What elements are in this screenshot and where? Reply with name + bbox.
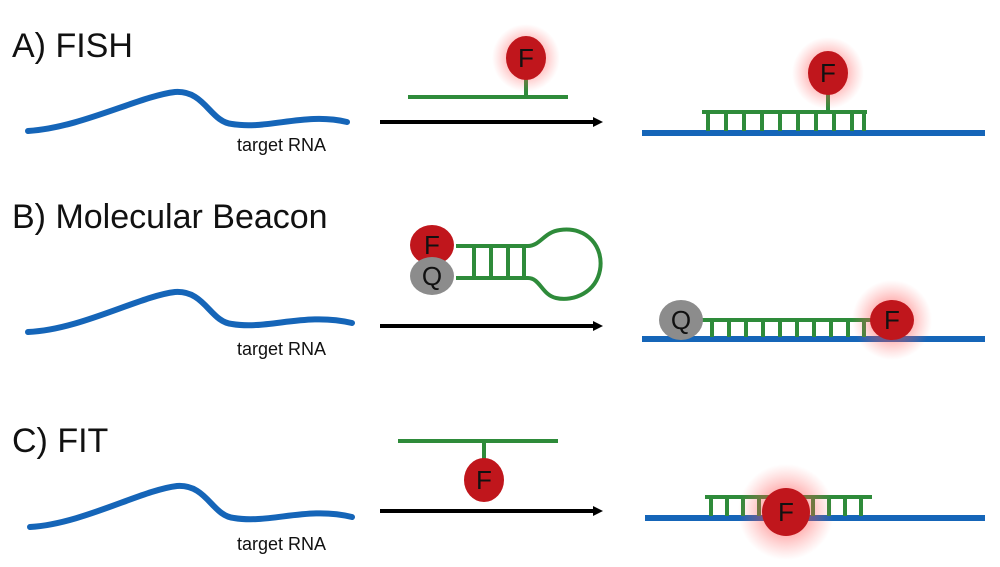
panel-molecular-beacon: B) Molecular Beacon target RNA F Q bbox=[12, 198, 985, 360]
target-rna-strand bbox=[27, 482, 355, 530]
molecular-beacon-hairpin: F Q bbox=[410, 225, 603, 301]
panel-fit: C) FIT target RNA F bbox=[12, 422, 985, 560]
panel-title-fit: C) FIT bbox=[12, 422, 108, 460]
fluorophore-label: F bbox=[424, 230, 440, 260]
target-rna-strand bbox=[25, 288, 355, 335]
quencher bbox=[410, 257, 454, 295]
fluorophore bbox=[870, 300, 914, 340]
fluorophore-label: F bbox=[820, 58, 836, 88]
fit-probe: F bbox=[398, 439, 558, 502]
target-rna-strand bbox=[25, 88, 350, 134]
panel-title-fish: A) FISH bbox=[12, 27, 133, 65]
fluorophore-label: F bbox=[884, 305, 900, 335]
target-rna-label: target RNA bbox=[237, 339, 326, 359]
fluorophore bbox=[762, 488, 810, 536]
fluorophore bbox=[410, 225, 454, 265]
quencher-label: Q bbox=[422, 261, 442, 291]
target-rna-label: target RNA bbox=[237, 135, 326, 155]
target-rna-label: target RNA bbox=[237, 534, 326, 554]
molecular-beacon-hybrid: Q F bbox=[642, 280, 985, 360]
fluorophore bbox=[808, 51, 848, 95]
panel-fish: A) FISH target RNA F bbox=[12, 24, 985, 155]
fish-hybrid: F bbox=[642, 37, 985, 136]
fluorophore-label: F bbox=[778, 497, 794, 527]
panel-title-molecular-beacon: B) Molecular Beacon bbox=[12, 198, 328, 236]
fish-probe: F bbox=[408, 24, 568, 99]
fluorophore-label: F bbox=[518, 43, 534, 73]
quencher-label: Q bbox=[671, 305, 691, 335]
quencher bbox=[659, 300, 703, 340]
fluorophore bbox=[506, 36, 546, 80]
fluorophore bbox=[464, 458, 504, 502]
fit-hybrid: F bbox=[645, 464, 985, 560]
fluorophore-label: F bbox=[476, 465, 492, 495]
